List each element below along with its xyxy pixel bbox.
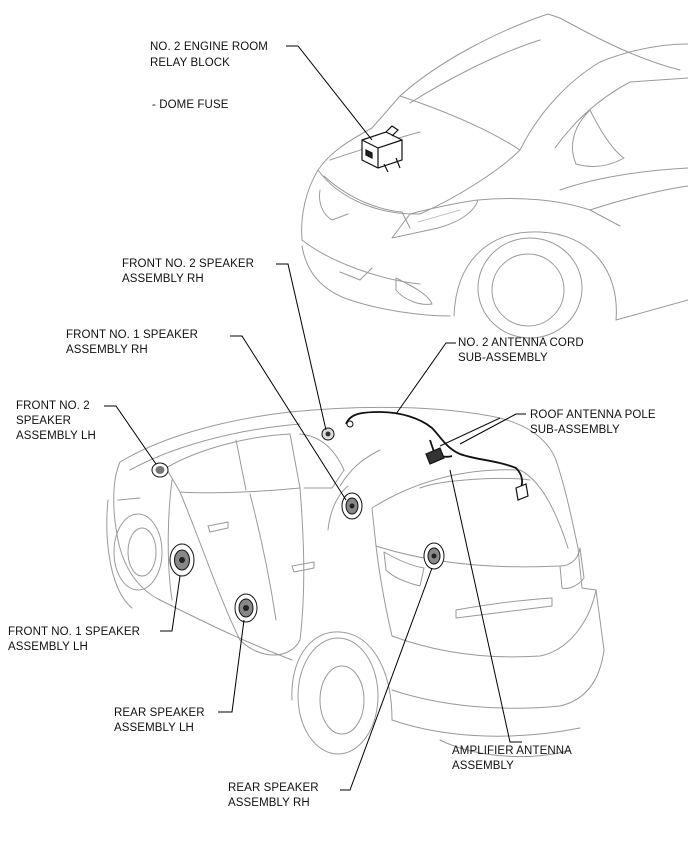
- front-no2-speaker-lh-part: [151, 462, 169, 478]
- label-amplifier-antenna: AMPLIFIER ANTENNA ASSEMBLY: [452, 745, 575, 772]
- antenna-parts: [345, 411, 529, 501]
- front-car-view: [301, 13, 688, 339]
- rear-speaker-rh-part: [423, 542, 445, 570]
- relay-block-part: [361, 125, 403, 173]
- label-front-no2-speaker-lh: FRONT NO. 2 SPEAKER ASSEMBLY LH: [16, 400, 96, 442]
- rear-speaker-lh-part: [234, 593, 258, 623]
- label-relay-block: NO. 2 ENGINE ROOM RELAY BLOCK: [150, 41, 271, 69]
- label-front-no2-speaker-rh: FRONT NO. 2 SPEAKER ASSEMBLY RH: [122, 258, 257, 285]
- front-no1-speaker-lh-part: [169, 543, 195, 577]
- label-roof-antenna-pole: ROOF ANTENNA POLE SUB-ASSEMBLY: [530, 409, 659, 436]
- rear-car-view: [106, 406, 605, 758]
- labels: NO. 2 ENGINE ROOM RELAY BLOCK - DOME FUS…: [8, 41, 659, 809]
- front-no2-speaker-rh-part: [321, 427, 335, 441]
- label-front-no1-speaker-rh: FRONT NO. 1 SPEAKER ASSEMBLY RH: [66, 329, 201, 356]
- leader-lines: [104, 45, 526, 791]
- label-rear-speaker-rh: REAR SPEAKER ASSEMBLY RH: [228, 782, 322, 809]
- label-front-no1-speaker-lh: FRONT NO. 1 SPEAKER ASSEMBLY LH: [8, 626, 143, 653]
- front-no1-speaker-rh-part: [341, 492, 363, 520]
- label-dome-fuse: - DOME FUSE: [152, 99, 229, 111]
- label-no2-antenna-cord: NO. 2 ANTENNA CORD SUB-ASSEMBLY: [458, 337, 587, 364]
- label-rear-speaker-lh: REAR SPEAKER ASSEMBLY LH: [114, 707, 208, 734]
